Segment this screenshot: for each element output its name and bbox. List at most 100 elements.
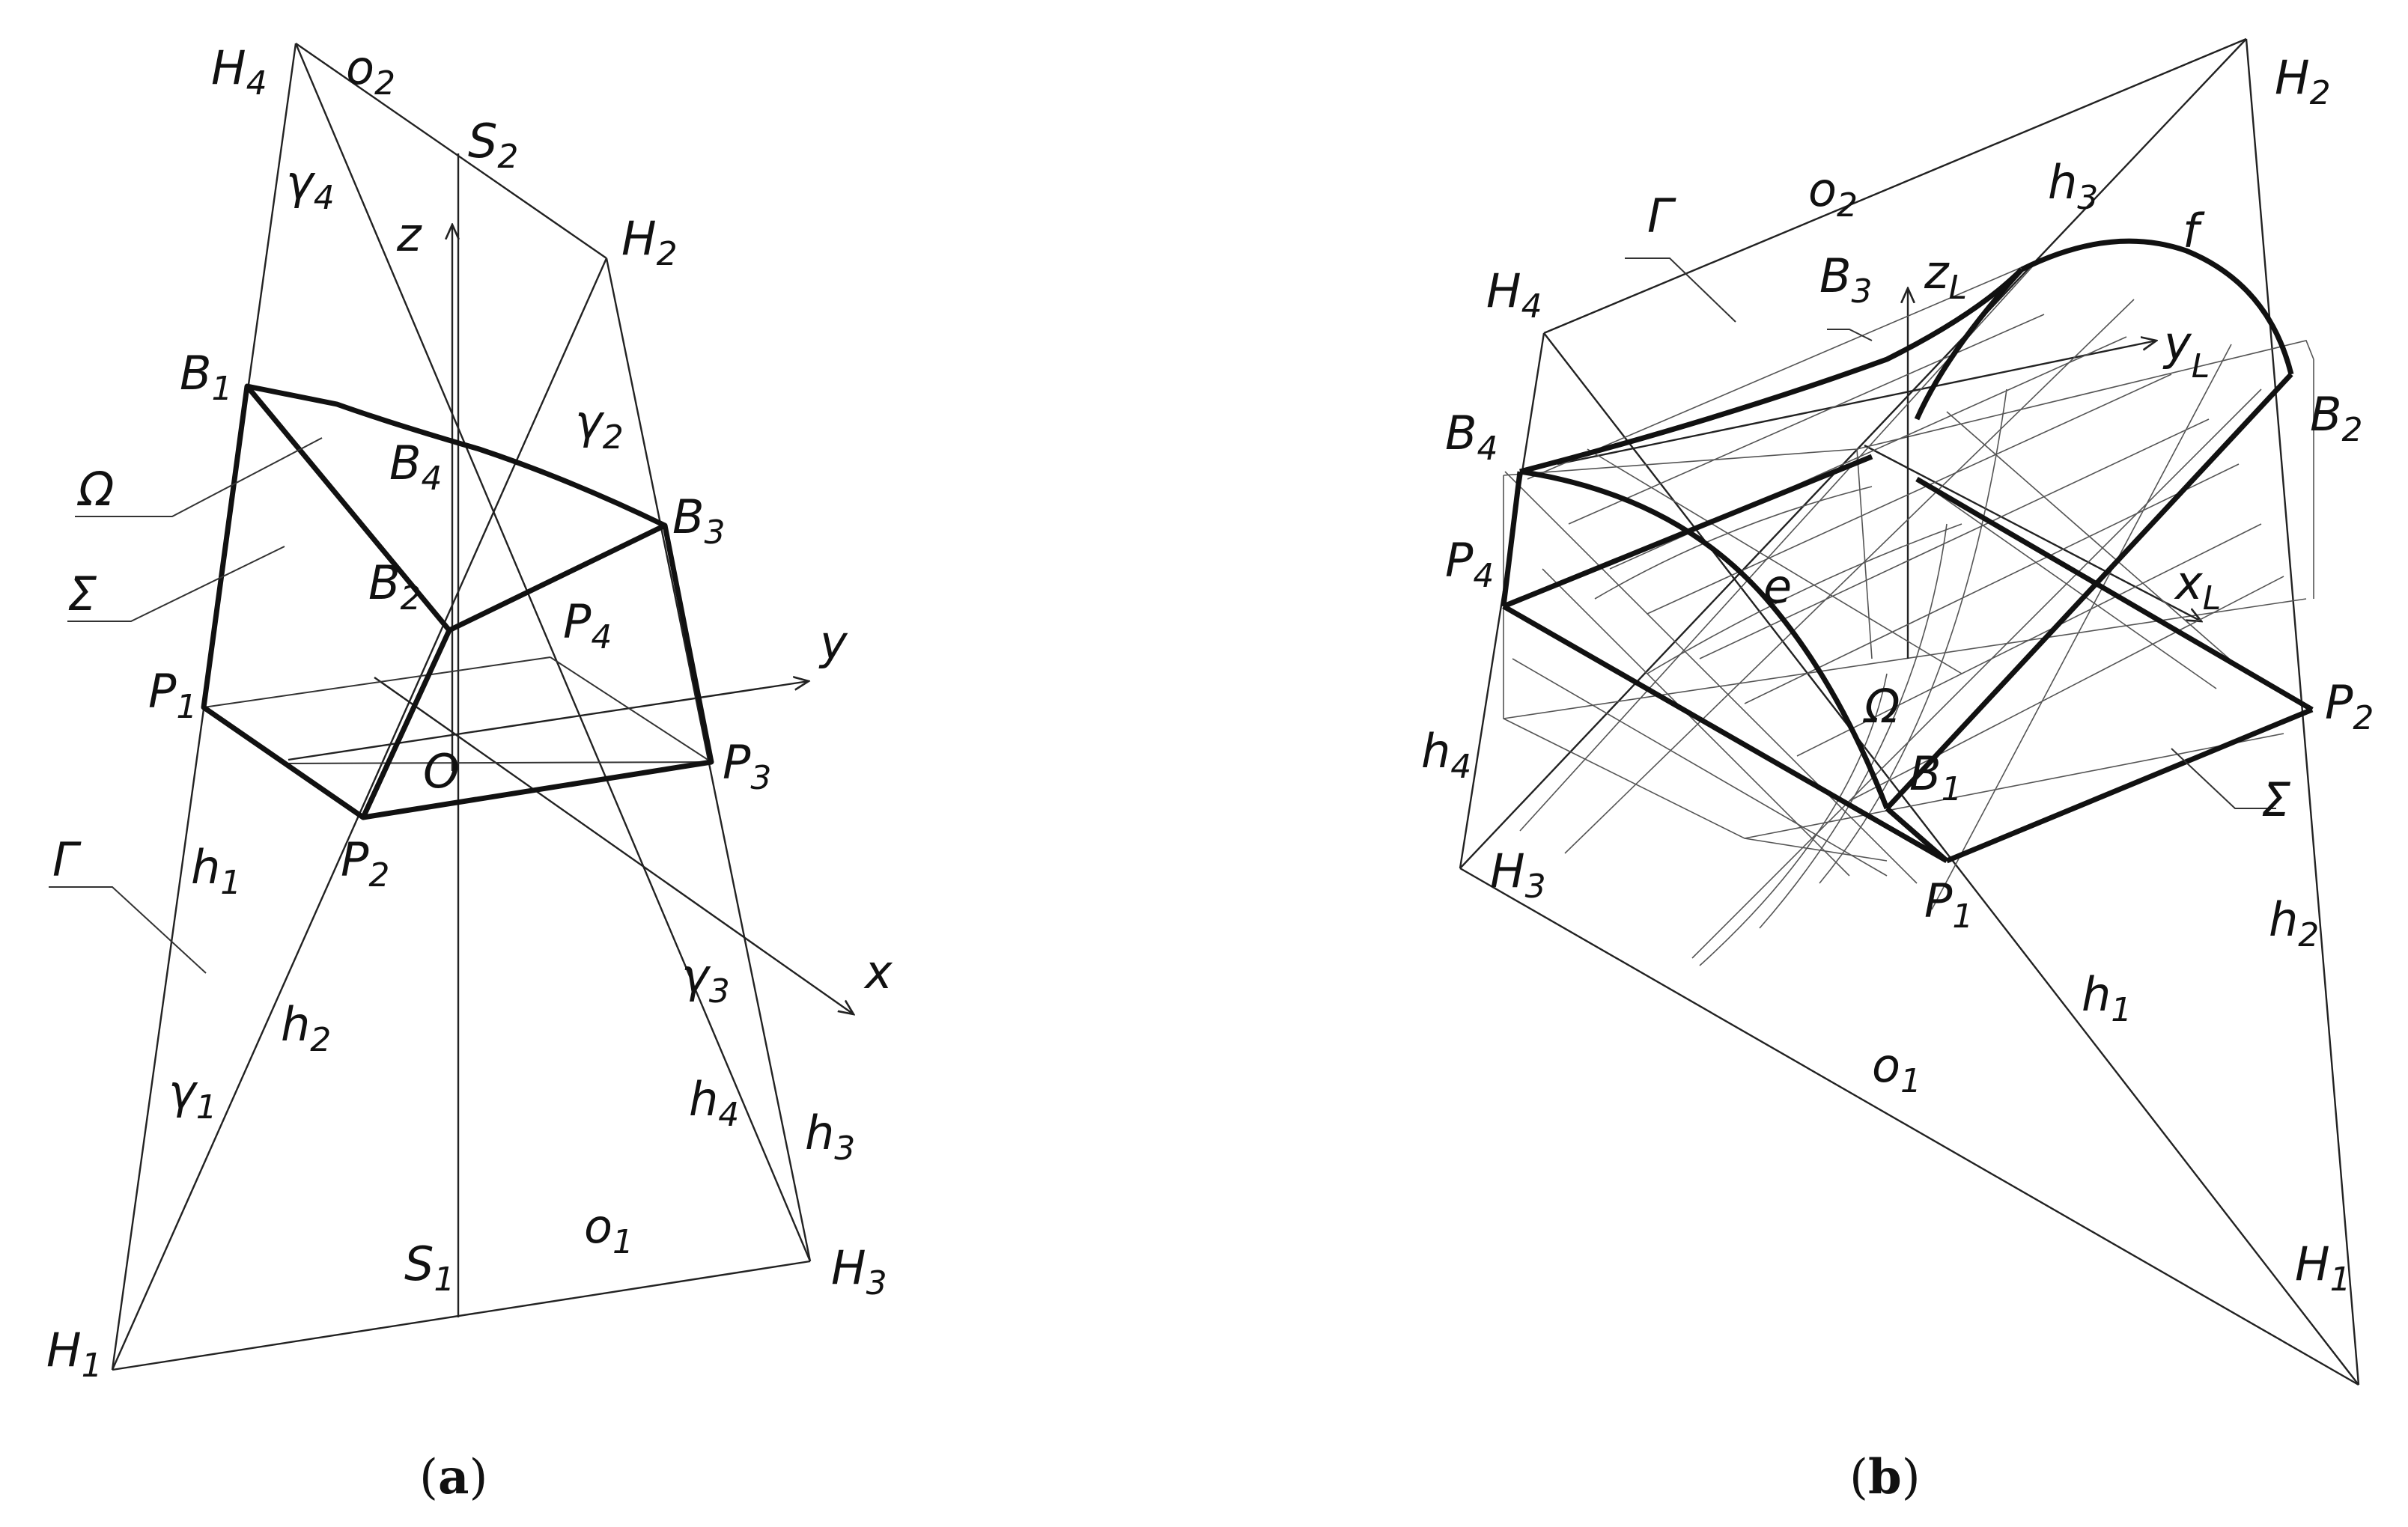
b-rule-13: [1504, 471, 1918, 884]
b-leader-gamma: [1625, 257, 1736, 323]
a-label-y: y: [818, 615, 848, 670]
a-axis-x: [374, 677, 854, 1014]
b-edge-B4-P4: [1501, 471, 1523, 607]
panel-a-frame: [111, 43, 812, 1371]
a-label-x: x: [863, 945, 893, 999]
b-label-Omega: Ω: [1862, 679, 1900, 734]
b-label-h3: h3: [2048, 155, 2098, 217]
a-label-o1: o1: [584, 1199, 633, 1261]
b-rule-4: [1647, 374, 2172, 615]
b-edge-B1-P1: [1885, 806, 1949, 863]
a-label-H4: H4: [211, 40, 267, 103]
b-label-P4: P4: [1445, 533, 1494, 595]
panel-a-leaders: [49, 437, 323, 974]
b-rule-8: [1849, 576, 2284, 802]
a-label-P4: P4: [563, 594, 612, 656]
a-label-h3: h3: [805, 1106, 855, 1168]
b-rule-6: [1744, 463, 2240, 704]
b-label-H1: H1: [2295, 1237, 2351, 1299]
b-label-P2: P2: [2325, 675, 2374, 737]
b-label-Sigma: Σ: [2261, 772, 2291, 827]
a-label-h2: h2: [281, 997, 331, 1059]
a-label-B4: B4: [389, 436, 443, 498]
b-label-yL: yL: [2162, 316, 2210, 385]
a-label-gamma3: γ3: [681, 948, 730, 1011]
b-box-floor-2: [1744, 733, 2284, 839]
a-label-Omega: Ω: [76, 462, 114, 516]
b-rule-10: [1564, 299, 2135, 854]
a-label-Gamma: Γ: [52, 832, 82, 887]
b-line-H3-H2: [1459, 38, 2247, 869]
b-label-Gamma: Γ: [1647, 189, 1676, 243]
b-surface-top-edge: [1519, 267, 2024, 475]
a-line-H4-H2: [295, 43, 607, 259]
b-line-H4-H2: [1543, 37, 2247, 335]
b-label-B4: B4: [1445, 406, 1498, 468]
b-edge-P1-P2: [1945, 707, 2314, 864]
b-label-h2: h2: [2269, 892, 2319, 954]
a-label-o2: o2: [346, 40, 395, 103]
b-label-zL: zL: [1924, 245, 1967, 307]
a-line-P4-P3: [550, 656, 712, 763]
b-rule-11: [1691, 388, 2262, 959]
b-label-B1: B1: [1909, 746, 1962, 808]
b-axis-xL: [1864, 444, 2201, 621]
a-label-gamma4: γ4: [286, 155, 335, 217]
a-label-S2: S2: [468, 114, 518, 176]
b-line-H3-H1: [1459, 867, 2359, 1386]
b-label-H2: H2: [2275, 50, 2331, 112]
a-label-h4: h4: [689, 1072, 739, 1134]
a-label-Sigma: Σ: [67, 567, 97, 621]
panel-a-surface: [201, 383, 714, 820]
a-label-B1: B1: [180, 346, 233, 408]
b-label-h4: h4: [1421, 724, 1471, 786]
a-label-h1: h1: [191, 840, 241, 902]
b-rule-20: [1759, 523, 1948, 929]
panel-a-base: [203, 656, 712, 764]
a-label-H2: H2: [621, 211, 678, 273]
a-line-P1-P4: [203, 656, 551, 708]
b-label-h1: h1: [2082, 967, 2132, 1029]
panel-b-box: [1503, 288, 2314, 862]
a-label-B3: B3: [672, 490, 726, 552]
b-rule-12: [1931, 344, 2232, 910]
panel-b-leaders: [1625, 257, 2276, 809]
a-label-B2: B2: [368, 555, 422, 618]
b-label-H3: H3: [1490, 844, 1546, 906]
panel-a: H4 o2 S2 z H2 γ4 γ2 B1 B4 B3 B2 Ω Σ P1 P…: [46, 40, 893, 1505]
a-label-H3: H3: [831, 1240, 887, 1302]
a-label-z: z: [396, 207, 422, 262]
b-label-B2: B2: [2310, 387, 2363, 449]
a-edge-B2-B3: [448, 522, 666, 633]
a-outline-quad: [201, 383, 714, 820]
a-label-P2: P2: [341, 832, 389, 894]
b-label-H4: H4: [1486, 263, 1542, 326]
b-rule-22: [1594, 486, 1873, 600]
panel-a-labels: H4 o2 S2 z H2 γ4 γ2 B1 B4 B3 B2 Ω Σ P1 P…: [46, 40, 893, 1385]
b-rule-16: [1946, 411, 2247, 674]
a-caption: (a): [419, 1449, 487, 1505]
a-label-gamma2: γ2: [575, 394, 624, 457]
b-rule-18: [1587, 448, 1962, 674]
b-edge-B1-B2: [1885, 372, 2293, 811]
a-leader-omega: [75, 437, 323, 517]
b-curve-back: [1914, 267, 2024, 421]
b-axis-yL: [1557, 341, 2156, 466]
b-edge-P2-mid: [1915, 476, 2314, 713]
b-box-depth: [1856, 448, 1873, 659]
b-leader-B3: [1827, 329, 1873, 341]
b-label-B3: B3: [1819, 249, 1873, 311]
b-label-o1: o1: [1872, 1038, 1921, 1100]
b-edge-mid-P4: [1502, 454, 1873, 609]
a-axis-y: [288, 681, 809, 761]
panel-b-surface: [1501, 238, 2314, 864]
b-leader-sigma: [2171, 748, 2276, 809]
a-edge-B1-B2: [245, 384, 452, 633]
b-caption: (b): [1849, 1449, 1921, 1505]
panel-b-labels: H2 o2 h3 Γ f H4 B3 zL yL B4 B2 P4 e xL Ω…: [1421, 50, 2374, 1299]
a-edge-B2-P2: [360, 629, 452, 819]
b-label-P1: P1: [1924, 874, 1973, 936]
a-line-H4-H3: [294, 43, 812, 1262]
a-label-S1: S1: [404, 1237, 454, 1299]
